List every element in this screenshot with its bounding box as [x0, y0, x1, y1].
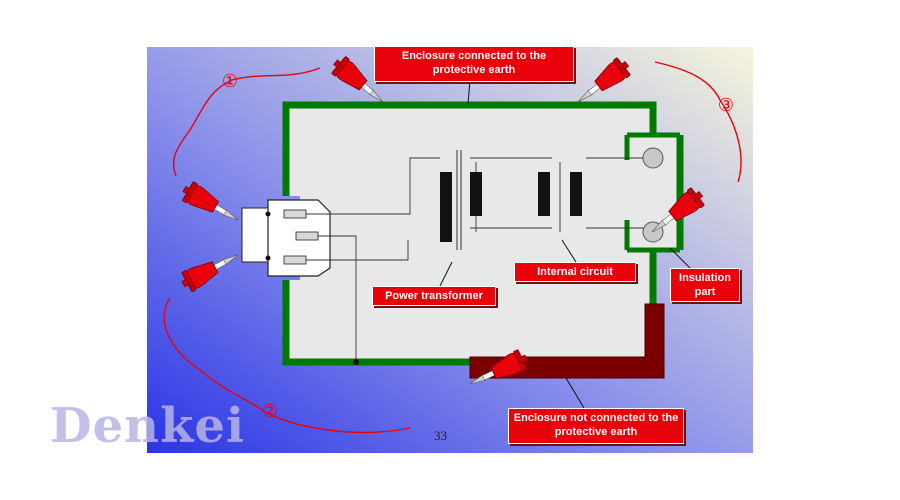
probe-label-2: ②: [261, 401, 279, 422]
probe-label-1: ①: [221, 71, 239, 92]
lead-wire-3: [654, 61, 742, 183]
internal-circuit-blocks: [538, 172, 582, 216]
earth-junction-dot: [353, 359, 359, 365]
probe-label-3: ③: [717, 95, 735, 116]
callout-enclosure-earth: Enclosure connected to the protective ea…: [374, 46, 574, 82]
internal-wiring: [306, 157, 645, 362]
page-number: 33: [434, 428, 447, 443]
callout-leaders: [439, 79, 691, 409]
callout-power-transformer: Power transformer: [372, 286, 496, 306]
power-inlet-icon: [241, 199, 331, 277]
enclosure-interior: [286, 105, 680, 362]
callout-internal-circuit: Internal circuit: [514, 262, 636, 282]
transformer-icon: [440, 150, 482, 250]
lead-wire-1: [172, 67, 321, 177]
lead-wire-2: [163, 297, 411, 434]
callout-insulation-part: Insulation part: [670, 268, 740, 302]
callout-enclosure-not-earth: Enclosure not connected to the protectiv…: [508, 408, 684, 444]
insulation-frame: [624, 132, 683, 253]
watermark-logo: Denkei: [50, 398, 246, 454]
